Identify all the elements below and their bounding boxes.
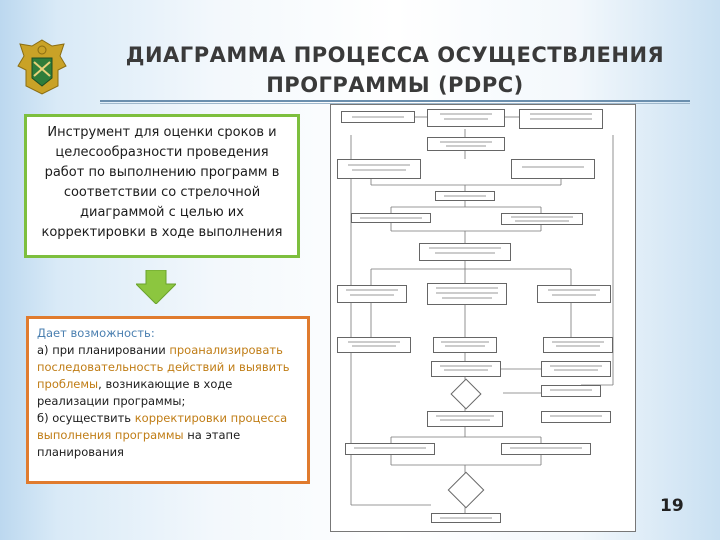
title-line-1: ДИАГРАММА ПРОЦЕССА ОСУЩЕСТВЛЕНИЯ <box>125 43 665 67</box>
slide-title: ДИАГРАММА ПРОЦЕССА ОСУЩЕСТВЛЕНИЯ ПРОГРАМ… <box>100 40 690 100</box>
flowchart-node <box>337 337 411 353</box>
flowchart-node <box>345 443 435 455</box>
opportunity-b: б) осуществить корректировки процесса вы… <box>37 410 299 461</box>
flowchart-node <box>427 283 507 305</box>
flowchart-node <box>341 111 415 123</box>
opportunities-box: Дает возможность: а) при планировании пр… <box>26 316 310 484</box>
flowchart-node <box>427 109 505 127</box>
flowchart-node <box>501 213 583 225</box>
tool-description-box: Инструмент для оценки сроков и целесообр… <box>24 114 300 258</box>
flowchart-node <box>435 191 495 201</box>
down-arrow-icon <box>136 270 176 304</box>
title-divider-thin <box>100 103 690 104</box>
flowchart-node <box>431 361 501 377</box>
flowchart-node <box>433 337 497 353</box>
flowchart-node <box>541 385 601 397</box>
opportunity-a-highlight: проанализировать последовательность дейс… <box>37 343 290 391</box>
tool-description-text: Инструмент для оценки сроков и целесообр… <box>41 125 283 240</box>
page-number: 19 <box>660 496 684 516</box>
flowchart-node <box>541 411 611 423</box>
flowchart-node <box>541 361 611 377</box>
flowchart-node <box>427 411 503 427</box>
flowchart-node <box>419 243 511 261</box>
flowchart-node <box>431 513 501 523</box>
opportunity-a-suffix: , возникающие в ходе реализации программ… <box>37 377 233 408</box>
opportunity-b-highlight: корректировки процесса выполнения програ… <box>37 411 288 442</box>
pdpc-flowchart-image <box>330 104 636 532</box>
flowchart-node <box>543 337 613 353</box>
title-divider <box>100 100 690 102</box>
flowchart-node <box>519 109 603 129</box>
opportunity-b-suffix: на этапе планирования <box>37 428 241 459</box>
flowchart-node <box>337 159 421 179</box>
flowchart-node <box>537 285 611 303</box>
flowchart-node <box>511 159 595 179</box>
flowchart-node <box>337 285 407 303</box>
flowchart-node <box>427 137 505 151</box>
opportunity-a: а) при планировании проанализировать пос… <box>37 342 299 410</box>
opportunity-b-prefix: б) осуществить <box>37 411 135 425</box>
customs-emblem-icon <box>17 39 67 95</box>
title-line-2: ПРОГРАММЫ (PDPC) <box>266 73 524 97</box>
opportunity-a-prefix: а) при планировании <box>37 343 170 357</box>
flowchart-node <box>501 443 591 455</box>
opportunities-heading: Дает возможность: <box>37 326 155 340</box>
flowchart-node <box>351 213 431 223</box>
